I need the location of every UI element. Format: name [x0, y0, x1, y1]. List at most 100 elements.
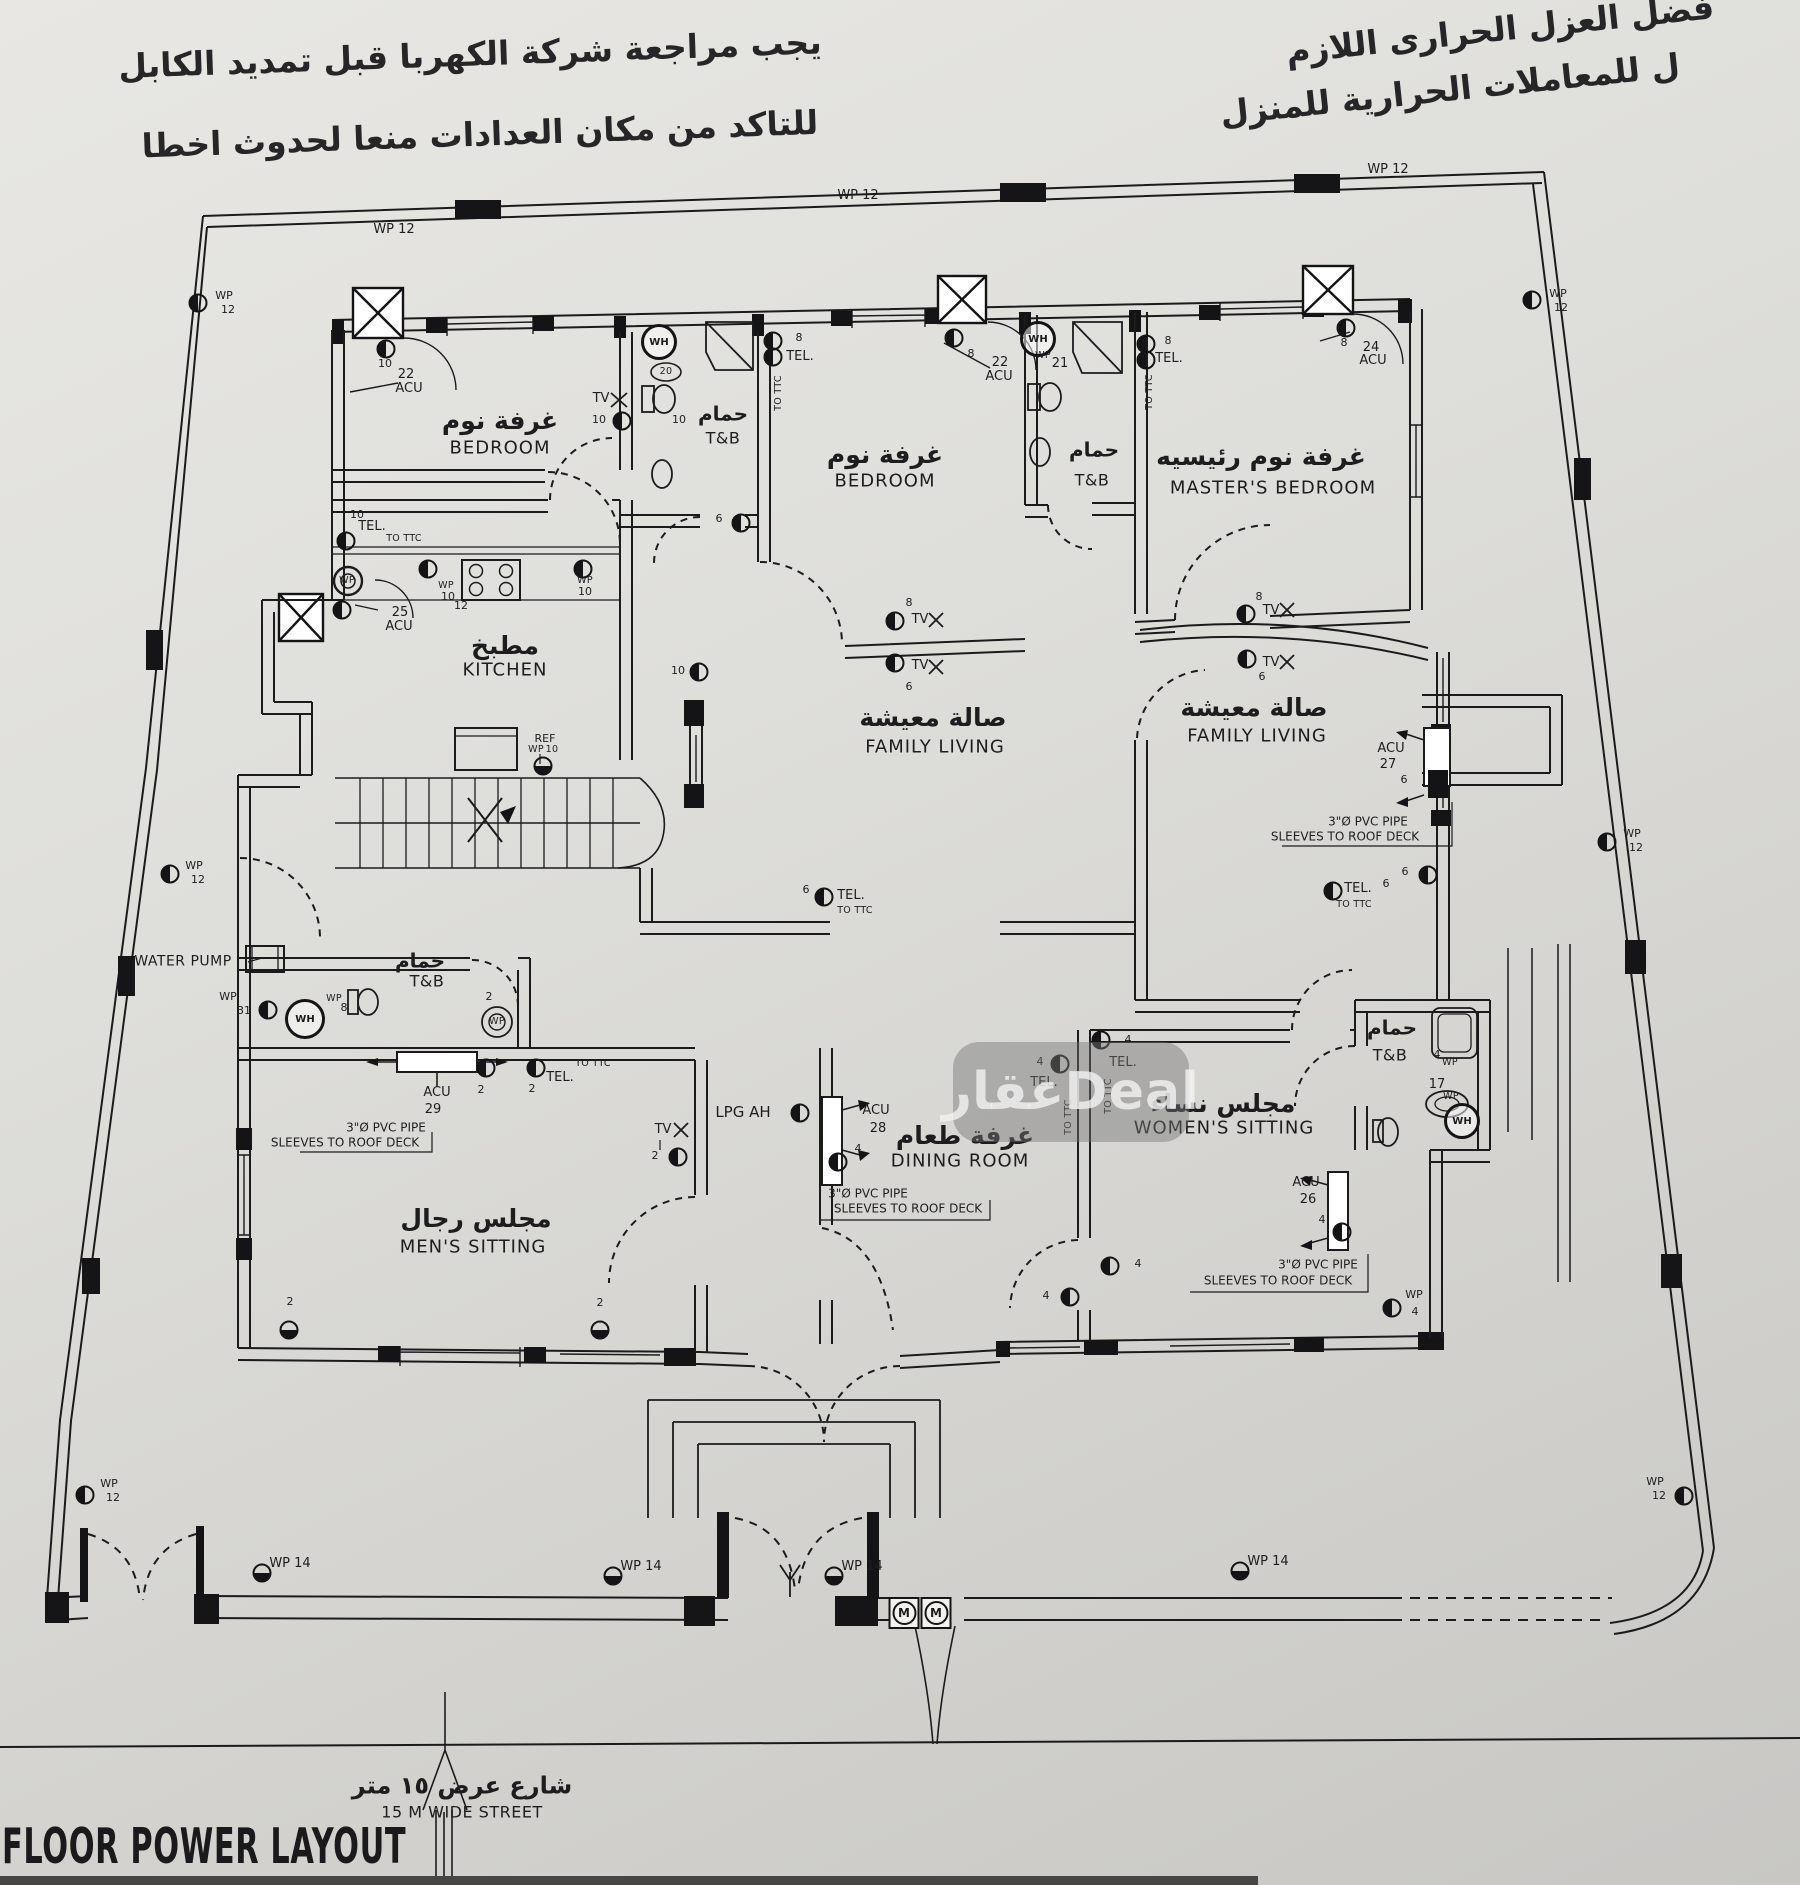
room-dining-ar: غرفة طعام — [895, 1120, 1035, 1150]
room-bedroom-mid-en: BEDROOM — [834, 470, 936, 492]
acu24-n: 24 — [1362, 340, 1380, 356]
power-outlet-kitchen-right — [689, 662, 709, 682]
acu24-acu: ACU — [1359, 353, 1387, 369]
room-bath3-en: T&B — [409, 971, 445, 991]
wp12-tr-n: 12 — [1554, 301, 1568, 315]
acu26-acu: ACU — [1292, 1175, 1320, 1191]
power-outlet-wp12-lm — [160, 864, 180, 884]
ref-wp: WP — [528, 744, 544, 756]
room-living-right-ar: صالة معيشة — [1180, 692, 1328, 722]
tb4-wp-a: WP — [1442, 1057, 1458, 1069]
wp12-rm-n: 12 — [1629, 841, 1643, 855]
mens-tel: TEL. — [546, 1070, 574, 1086]
wp12-lm-wp: WP — [185, 859, 203, 873]
drawing-title: FLOOR POWER LAYOUT — [2, 1818, 407, 1875]
hall-to-ttc: TO TTC — [837, 905, 873, 917]
power-outlet-tel-kitchen — [336, 531, 356, 551]
living-left-n8: 8 — [905, 596, 913, 610]
tel-master: TEL. — [1155, 351, 1183, 367]
room-master-en: MASTER'S BEDROOM — [1169, 477, 1377, 499]
acu24-n8: 8 — [1340, 336, 1348, 350]
water-heater-4: WH — [1444, 1103, 1480, 1139]
room-bedroom-mid-ar: غرفة نوم — [826, 439, 944, 469]
mens-to-ttc: TO TTC — [575, 1058, 611, 1070]
room-mens-en: MEN'S SITTING — [399, 1236, 547, 1258]
mens-n2-c: 2 — [286, 1295, 294, 1309]
power-outlet-wp12-bl — [75, 1485, 95, 1505]
acu26-n: 26 — [1299, 1192, 1317, 1208]
kitchen-n10-right: 10 — [671, 664, 685, 678]
womens-n4-b: 4 — [1042, 1289, 1050, 1303]
power-outlet-mens-2 — [526, 1058, 546, 1078]
power-outlet-acu24 — [1336, 318, 1356, 338]
power-outlet-tel-bed2-b — [763, 347, 783, 367]
wp31-n: 31 — [237, 1004, 251, 1018]
acu27-n: 27 — [1379, 757, 1397, 773]
tb1-n10: 10 — [672, 413, 686, 427]
acu22-mid-acu: ACU — [985, 369, 1013, 385]
living-left-n6: 6 — [905, 680, 913, 694]
meter-2-m: M — [924, 1601, 948, 1625]
hall-tel: TEL. — [837, 888, 865, 904]
sleeves-dining: SLEEVES TO ROOF DECK — [833, 1201, 983, 1216]
acu29-n: 29 — [424, 1102, 442, 1118]
room-living-left-en: FAMILY LIVING — [865, 736, 1005, 758]
power-outlet-wp14-2 — [603, 1566, 623, 1586]
water-heater-1: WH — [641, 324, 677, 360]
power-outlet-wp31 — [258, 1000, 278, 1020]
power-outlet-tv-ll-a — [885, 611, 905, 631]
room-bath4-en: T&B — [1372, 1045, 1408, 1065]
photo-bottom-edge — [0, 1876, 1258, 1885]
room-mens-ar: مجلس رجال — [400, 1203, 552, 1233]
power-outlet-wp4 — [1382, 1298, 1402, 1318]
to-ttc-master: TO TTC — [1144, 374, 1156, 410]
tel-kitchen-n10: 10 — [350, 508, 364, 522]
power-outlet-lpg — [790, 1103, 810, 1123]
living-right-n6: 6 — [1258, 670, 1266, 684]
wp12-bl-n: 12 — [106, 1491, 120, 1505]
counter2-wp: WP — [577, 575, 593, 587]
wp14-label-1: WP 14 — [269, 1556, 311, 1572]
to-ttc-bed2: TO TTC — [773, 375, 785, 411]
power-outlet-wp12-br — [1674, 1486, 1694, 1506]
wp21-wp: WP — [1035, 350, 1051, 362]
room-bath2-en: T&B — [1074, 470, 1110, 490]
mens-n2-d: 2 — [596, 1296, 604, 1310]
water-pump-label: WATER PUMP — [134, 953, 232, 970]
power-outlet-tel-g1 — [1050, 1054, 1070, 1074]
power-outlet-wp12-tr — [1522, 290, 1542, 310]
tv-bedroom-left: TV — [592, 391, 610, 407]
room-womens-en: WOMEN'S SITTING — [1133, 1117, 1315, 1139]
power-outlet-wp14-4 — [1230, 1561, 1250, 1581]
power-outlet-tv-mens — [668, 1147, 688, 1167]
power-outlet-tel-g2 — [1091, 1030, 1111, 1050]
wp12-bl-wp: WP — [100, 1477, 118, 1491]
room-bedroom-left-ar: غرفة نوم — [441, 405, 559, 435]
room-living-left-ar: صالة معيشة — [859, 702, 1007, 732]
sleeves-womens: SLEEVES TO ROOF DECK — [1203, 1273, 1353, 1288]
power-outlet-mens-1 — [476, 1058, 496, 1078]
acu22-mid-n22: 22 — [991, 355, 1009, 371]
acu29-acu: ACU — [423, 1085, 451, 1101]
wp20-label: 20 — [659, 366, 673, 378]
water-heater-3: WH — [285, 999, 325, 1039]
wp4-n: 4 — [1411, 1305, 1419, 1319]
acu22-left-acu: ACU — [395, 381, 423, 397]
wp12-lm-n: 12 — [191, 873, 205, 887]
power-outlet-hall-tel — [814, 887, 834, 907]
meter-1-m: M — [892, 1601, 916, 1625]
pvc-pipe-womens: 3"Ø PVC PIPE — [1278, 1257, 1358, 1272]
tb3-n8: 8 — [340, 1001, 348, 1015]
wp12-br-wp: WP — [1646, 1475, 1664, 1489]
power-outlet-acu28 — [828, 1152, 848, 1172]
tel-bed2-n8: 8 — [795, 331, 803, 345]
wp21-n: 21 — [1051, 356, 1069, 372]
tel-bed2: TEL. — [786, 349, 814, 365]
to-ttc-kitchen: TO TTC — [386, 533, 422, 545]
room-bedroom-left-en: BEDROOM — [449, 437, 551, 459]
power-outlet-acu22-mid — [944, 328, 964, 348]
tb3-wp: WP — [326, 993, 342, 1005]
power-outlet-wp14-3 — [824, 1566, 844, 1586]
tv-mens-n2: 2 — [651, 1149, 659, 1163]
